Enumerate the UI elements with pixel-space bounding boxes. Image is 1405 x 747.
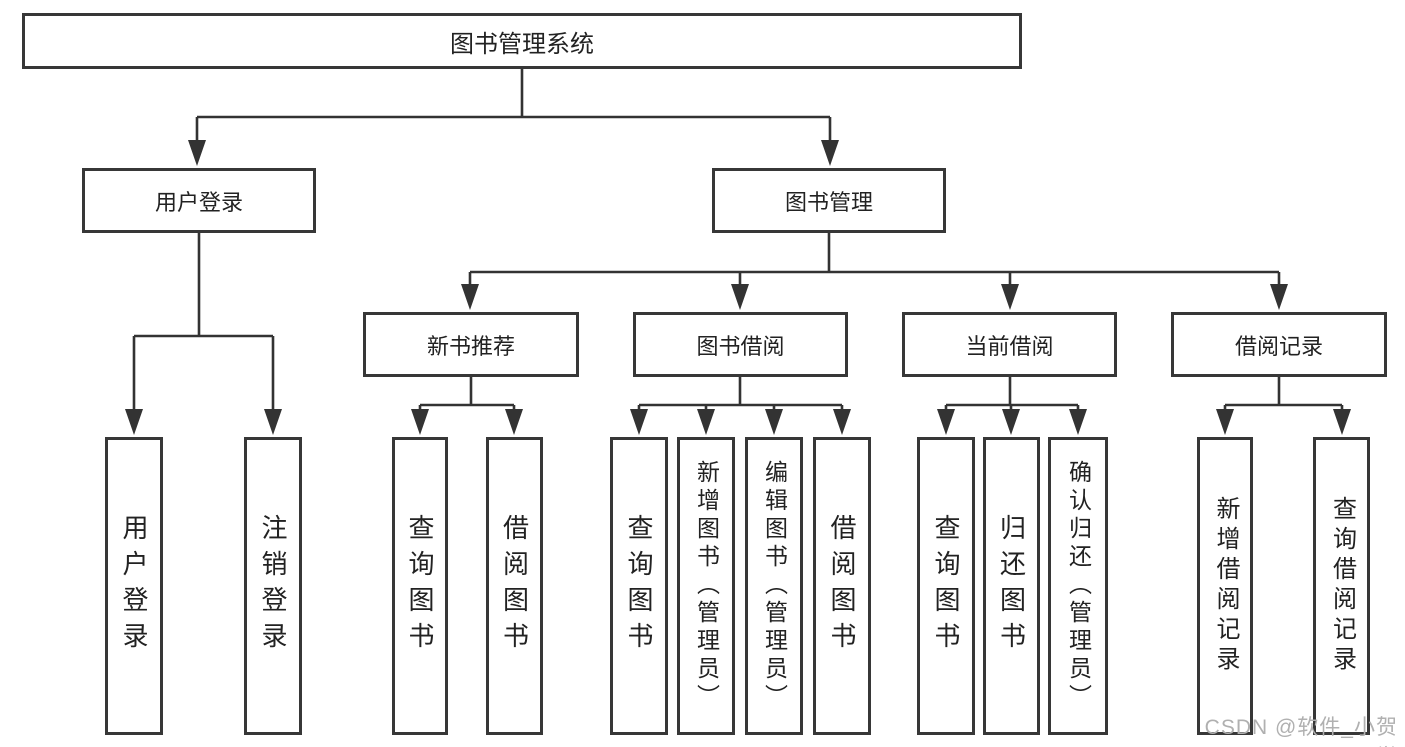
node-library-management-system: 图书管理系统 bbox=[22, 13, 1022, 69]
leaf-borrowing-edit-books-admin: 编辑图书（管理员） bbox=[745, 437, 803, 735]
leaf-current-query-books: 查询图书 bbox=[917, 437, 975, 735]
connector-currentborrow-to-leaves bbox=[944, 377, 1080, 409]
connector-records-to-leaves bbox=[1223, 377, 1344, 409]
connector-userlogin-to-leaves bbox=[132, 233, 275, 409]
node-book-borrowing: 图书借阅 bbox=[633, 312, 848, 377]
leaf-current-return-books: 归还图书 bbox=[983, 437, 1040, 735]
leaf-recommend-query-books: 查询图书 bbox=[392, 437, 448, 735]
node-borrowing-records: 借阅记录 bbox=[1171, 312, 1387, 377]
arrowheads bbox=[125, 140, 1351, 435]
leaf-records-query-record: 查询借阅记录 bbox=[1313, 437, 1370, 735]
connector-bookborrow-to-leaves bbox=[637, 377, 844, 409]
node-book-management: 图书管理 bbox=[712, 168, 946, 233]
node-current-borrowing: 当前借阅 bbox=[902, 312, 1117, 377]
leaf-recommend-borrow-books: 借阅图书 bbox=[486, 437, 543, 735]
leaf-borrowing-query-books: 查询图书 bbox=[610, 437, 668, 735]
node-new-book-recommend: 新书推荐 bbox=[363, 312, 579, 377]
connector-bookmgmt-to-level3 bbox=[468, 233, 1281, 284]
leaf-borrowing-borrow-books: 借阅图书 bbox=[813, 437, 871, 735]
leaf-user-login: 用户登录 bbox=[105, 437, 163, 735]
connector-newbook-to-leaves bbox=[418, 377, 516, 409]
leaf-borrowing-add-books-admin: 新增图书（管理员） bbox=[677, 437, 735, 735]
leaf-records-add-record: 新增借阅记录 bbox=[1197, 437, 1253, 735]
node-user-login: 用户登录 bbox=[82, 168, 316, 233]
connector-root-to-level2 bbox=[195, 69, 832, 141]
leaf-current-confirm-return-admin: 确认归还（管理员） bbox=[1048, 437, 1108, 735]
csdn-watermark: CSDN @软件_小贺同学 bbox=[1204, 716, 1398, 747]
leaf-logout: 注销登录 bbox=[244, 437, 302, 735]
